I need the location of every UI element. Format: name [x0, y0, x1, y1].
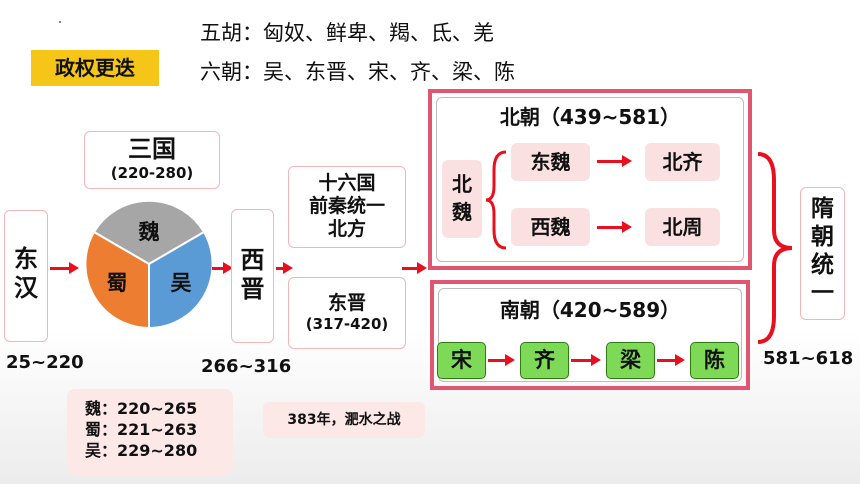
nanchao-liang: 梁	[606, 342, 655, 379]
xiwei-box: 西魏	[511, 208, 590, 246]
xijin-box: 西 晋	[231, 209, 274, 343]
xijin-char-2: 晋	[240, 275, 265, 303]
topic-badge: 政权更迭	[31, 50, 159, 86]
pie-label-wei: 魏	[138, 220, 160, 244]
sanguo-title-box: 三国 (220-280)	[84, 131, 220, 189]
wuhu-line: 五胡：匈奴、鲜卑、羯、氐、羌	[200, 21, 494, 45]
pie-label-shu: 蜀	[107, 271, 128, 295]
liuchao-line: 六朝：吴、东晋、宋、齐、梁、陈	[200, 60, 515, 84]
nanchao-qi: 齐	[520, 342, 569, 379]
beiwei-char-2: 魏	[452, 200, 472, 224]
pie-slice-wu	[148, 230, 214, 330]
sui-years: 581~618	[763, 348, 854, 369]
pie-label-wu: 吴	[171, 271, 192, 295]
arrow-xijin-split	[276, 262, 293, 274]
arrow-xiwei-beizhou	[597, 221, 632, 233]
sanguo-years: (220-280)	[110, 164, 194, 182]
donghan-box: 东 汉	[4, 210, 48, 342]
dongjin-title: 东晋	[327, 292, 366, 314]
xijin-char-1: 西	[240, 246, 265, 274]
arrow-song-qi	[488, 354, 515, 366]
donghan-char-2: 汉	[14, 274, 38, 302]
arrow-donghan-sanguo	[50, 262, 79, 274]
shiliuguo-box: 十六国 前秦统一 北方	[288, 166, 406, 248]
arrow-liang-chen	[657, 354, 685, 366]
sanguo-pie: 魏 蜀 吴	[84, 199, 214, 330]
beizhou-box: 北周	[645, 208, 720, 246]
sui-char-1: 隋	[811, 196, 834, 222]
battle-note: 383年，淝水之战	[263, 402, 425, 438]
shiliuguo-line-1: 十六国	[318, 172, 376, 194]
nanchao-song: 宋	[437, 342, 486, 379]
sui-char-3: 统	[811, 252, 834, 278]
sanguo-title: 三国	[128, 135, 176, 163]
dongjin-years: (317-420)	[305, 315, 389, 333]
sui-char-2: 朝	[811, 224, 834, 250]
note-wei: 魏：220~265	[85, 399, 198, 418]
arrow-sanguo-xijin	[212, 262, 233, 274]
beiwei-split-brace	[485, 150, 507, 250]
arrow-qi-liang	[571, 354, 601, 366]
donghan-char-1: 东	[14, 245, 38, 273]
sui-merge-brace	[757, 152, 793, 344]
nanchao-chen: 陈	[690, 342, 739, 379]
sui-box: 隋 朝 统 一	[800, 187, 845, 320]
dongjin-box: 东晋 (317-420)	[288, 277, 406, 349]
beichao-frame: 北朝（439~581）	[428, 89, 752, 270]
dongwei-box: 东魏	[511, 143, 590, 181]
note-shu: 蜀：221~263	[85, 420, 198, 439]
note-wu: 吴：229~280	[85, 441, 198, 460]
sanguo-years-note: 魏：220~265 蜀：221~263 吴：229~280	[67, 389, 233, 475]
arrow-dongwei-beiqi	[597, 155, 632, 167]
beiwei-box: 北 魏	[442, 160, 482, 238]
arrow-to-nanbeichao	[402, 262, 427, 274]
beichao-title: 北朝（439~581）	[499, 105, 681, 129]
sui-char-4: 一	[811, 280, 834, 306]
donghan-years: 25~220	[6, 352, 84, 373]
beiqi-box: 北齐	[645, 143, 720, 181]
shiliuguo-line-3: 北方	[327, 218, 366, 240]
beiwei-char-1: 北	[452, 172, 472, 196]
pie-slice-shu	[84, 230, 150, 330]
xijin-years: 266~316	[201, 356, 292, 377]
shiliuguo-line-2: 前秦统一	[308, 195, 385, 217]
decorative-dot	[59, 21, 61, 23]
pie-slice-wei	[92, 199, 206, 266]
nanchao-title: 南朝（420~589）	[499, 298, 681, 322]
